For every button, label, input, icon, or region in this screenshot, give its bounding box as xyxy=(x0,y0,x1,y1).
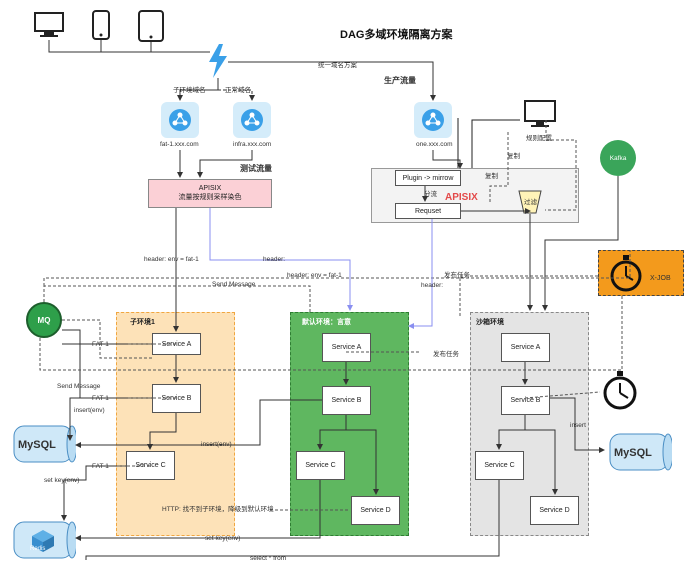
insert-env-label-1: insert(env) xyxy=(74,407,105,414)
default-service-d: Service D xyxy=(351,496,400,525)
plugin-mirror-box: Plugin -> mirrow xyxy=(395,170,461,186)
fat-host-icon xyxy=(161,102,199,138)
xjob-label: X-JOB xyxy=(650,275,671,282)
sandbox-service-d: Service D xyxy=(530,496,579,525)
fat1-label-b: FAT-1 xyxy=(92,395,109,402)
test-traffic-label: 测试流量 xyxy=(240,164,272,173)
one-host-label: one.xxx.com xyxy=(416,141,453,148)
default-service-b: Service B xyxy=(322,386,371,415)
sandbox-title: 沙箱环境 xyxy=(476,319,504,326)
sandbox-service-c: Service C xyxy=(475,451,524,480)
fat-host-label: fat-1.xxx.com xyxy=(160,141,199,148)
mysql-1-label: MySQL xyxy=(18,439,56,451)
publish-task-label-2: 发布任务 xyxy=(433,351,459,358)
mysql-2-label: MySQL xyxy=(614,447,652,459)
infra-host-icon xyxy=(233,102,271,138)
copy-label-1: 复制 xyxy=(507,153,520,160)
unified-domain-label: 统一域名方案 xyxy=(318,62,357,69)
apisix-test-box: APISIX 流量按规则采样染色 xyxy=(148,179,272,208)
phone-icon xyxy=(92,10,110,40)
split-label: 分流 xyxy=(424,191,437,198)
fat1-label-c: FAT-1 xyxy=(92,463,109,470)
default-service-c: Service C xyxy=(296,451,345,480)
publish-task-label-1: 发布任务 xyxy=(444,272,470,279)
copy-label-2: 复制 xyxy=(485,173,498,180)
default-env-title: 默认环境：言意 xyxy=(302,319,351,326)
rule-config-label: 规则配置 xyxy=(526,135,552,142)
desktop-icon xyxy=(34,12,64,37)
infra-host-label: infra.xxx.com xyxy=(233,141,272,148)
page-title: DAG多域环境隔离方案 xyxy=(340,29,453,41)
redis-label: Redis xyxy=(30,546,46,552)
header-env-label-1: header: env = fat-1 xyxy=(144,256,199,263)
http-fallback-label: HTTP: 找不到子环境，降级到默认环境 xyxy=(162,506,274,513)
set-key-label-2: set key(env) xyxy=(205,535,241,542)
header-plain-label-2: header: xyxy=(421,282,444,289)
header-env-label-2: header: env = fat-1 xyxy=(287,272,342,279)
clock-icon xyxy=(603,371,637,410)
filter-label: 过滤 xyxy=(524,199,537,206)
lightning-icon xyxy=(209,44,227,78)
tablet-icon xyxy=(138,10,164,42)
insert-env-label-2: insert(env) xyxy=(201,441,232,448)
default-service-a: Service A xyxy=(322,333,371,362)
sandbox-service-b: Service B xyxy=(501,386,550,415)
kafka-node: Kafka xyxy=(600,140,636,176)
sub-env-title: 子环境1 xyxy=(130,319,155,326)
apisix-brand-label: APISIX xyxy=(445,192,478,203)
set-key-label-1: set key(env) xyxy=(44,477,80,484)
sandbox-service-a: Service A xyxy=(501,333,550,362)
xjob-clock-icon xyxy=(610,255,642,292)
filter-funnel-icon xyxy=(518,190,542,214)
mysql-db-1 xyxy=(13,425,76,463)
fat1-label-a: FAT-1 xyxy=(92,341,109,348)
sub-service-b: Service B xyxy=(152,384,201,413)
insert-label: insert xyxy=(570,422,586,429)
mysql-db-2 xyxy=(609,433,672,471)
monitor-icon xyxy=(524,100,556,127)
send-message-label-1: Send Message xyxy=(212,281,256,288)
sub-service-a: Service A xyxy=(152,333,201,355)
send-message-label-2: Send Message xyxy=(57,383,101,390)
redis-db xyxy=(13,521,76,559)
header-plain-label-1: header: xyxy=(263,256,286,263)
select-from-label: select * from xyxy=(250,555,287,562)
one-host-icon xyxy=(414,102,452,138)
prod-traffic-label: 生产流量 xyxy=(384,76,416,85)
request-box: Requset xyxy=(395,203,461,219)
mq-node: MQ xyxy=(26,302,62,338)
